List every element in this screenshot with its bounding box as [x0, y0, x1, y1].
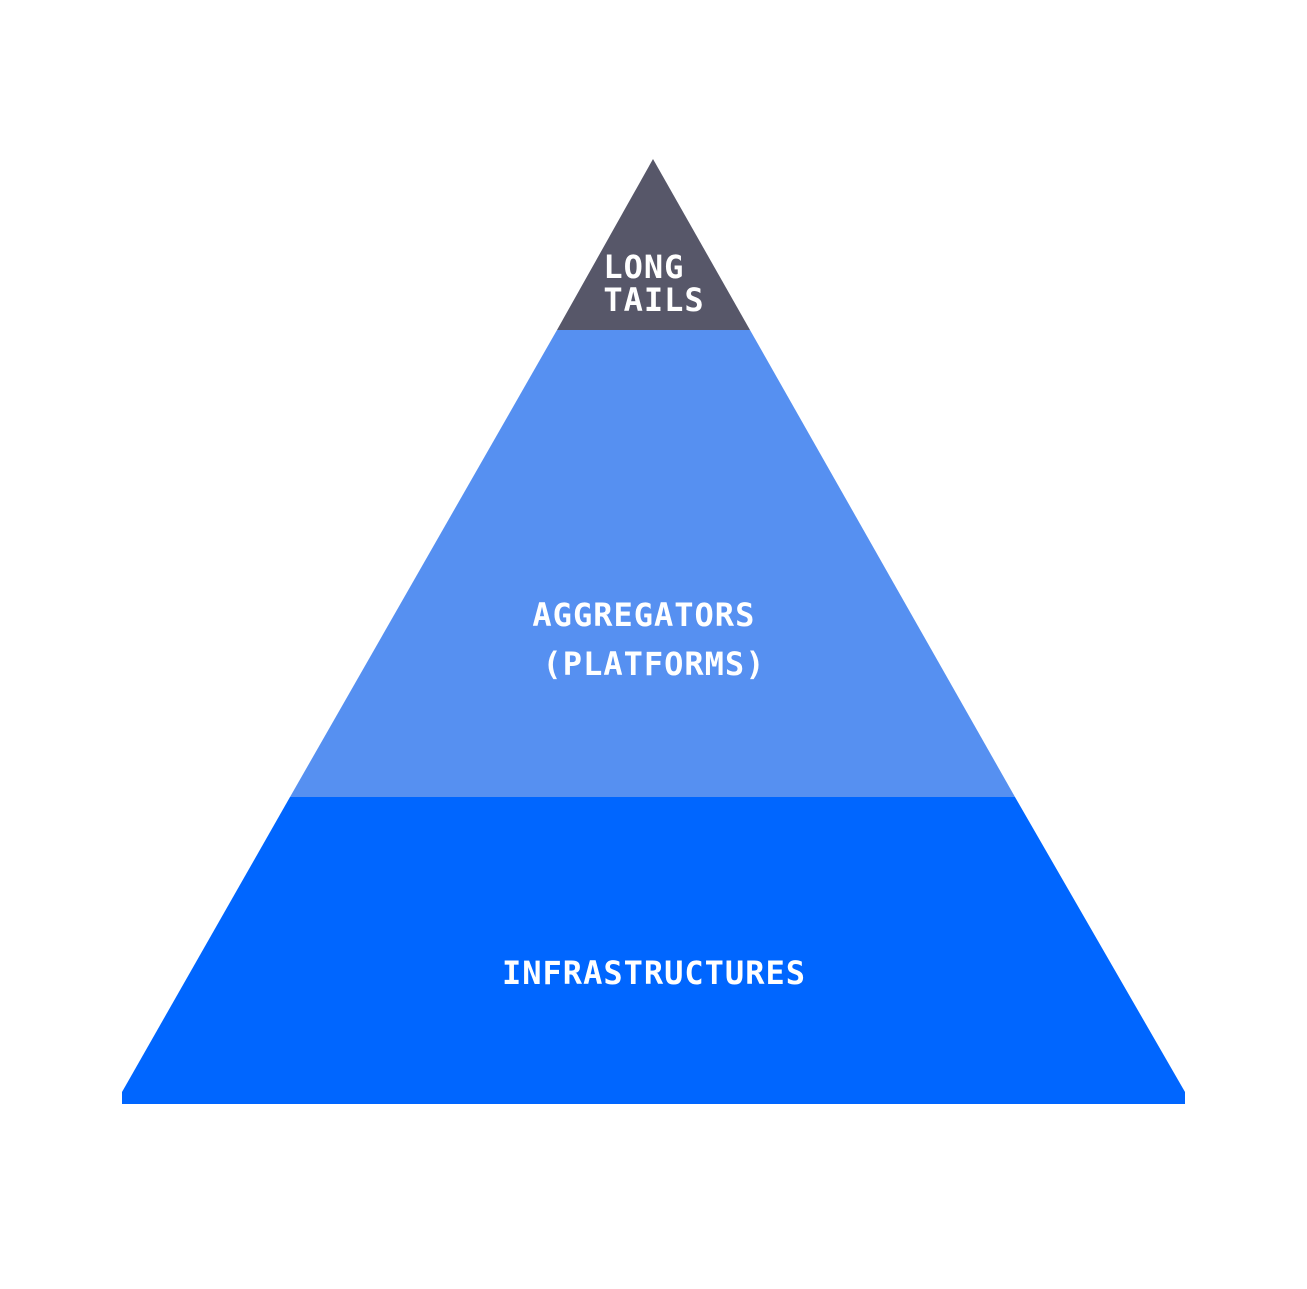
tier-aggregators-line-2: (PLATFORMS): [543, 645, 766, 683]
tier-aggregators-label: AGGREGATORS (PLATFORMS): [532, 596, 775, 683]
tier-long-tails: [557, 159, 750, 330]
tier-aggregators: [290, 330, 1015, 797]
tier-infrastructures-label: INFRASTRUCTURES: [502, 954, 806, 992]
tier-infrastructures: [122, 797, 1185, 1104]
tier-aggregators-line-1: AGGREGATORS: [532, 596, 755, 634]
tier-long-tails-line-1: LONG: [603, 248, 684, 286]
tier-infrastructures-line-1: INFRASTRUCTURES: [502, 954, 806, 992]
tier-long-tails-label: LONG TAILS: [603, 248, 704, 319]
tier-long-tails-line-2: TAILS: [603, 281, 704, 319]
